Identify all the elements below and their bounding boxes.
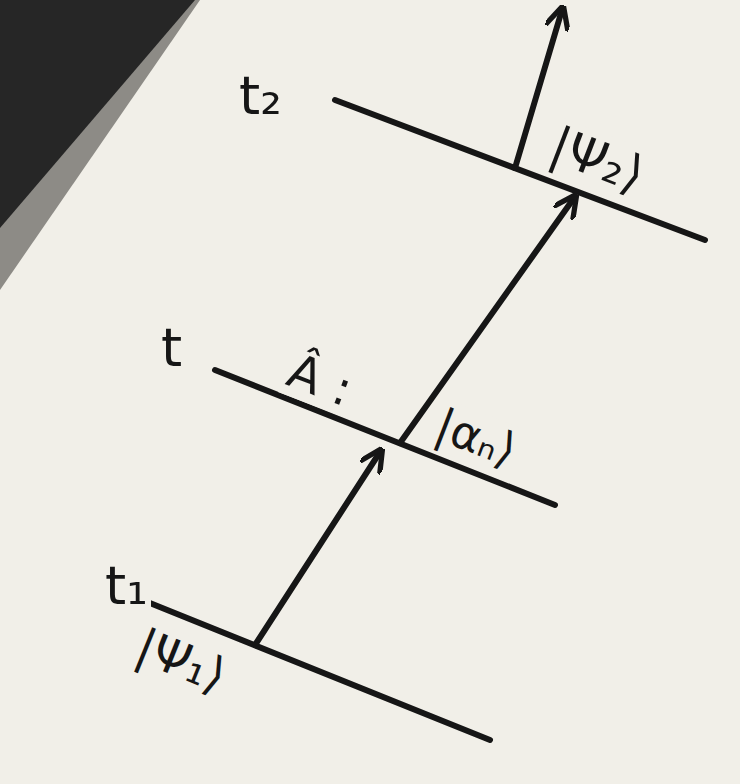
time-line-t2 — [335, 100, 705, 240]
time-label: t — [158, 318, 185, 377]
evolution-arrow — [400, 198, 574, 443]
state-label: Â : — [278, 343, 363, 417]
time-label: t₂ — [236, 66, 285, 125]
time-label: t₁ — [102, 556, 151, 615]
state-label: |αₙ⟩ — [426, 399, 526, 478]
state-label: |Ψ₂⟩ — [540, 117, 655, 205]
shadow-band — [0, 0, 200, 290]
evolution-arrow — [255, 452, 380, 645]
state-label: |Ψ₁⟩ — [126, 618, 237, 704]
time-line-t — [215, 370, 555, 505]
dark-corner — [0, 0, 195, 228]
